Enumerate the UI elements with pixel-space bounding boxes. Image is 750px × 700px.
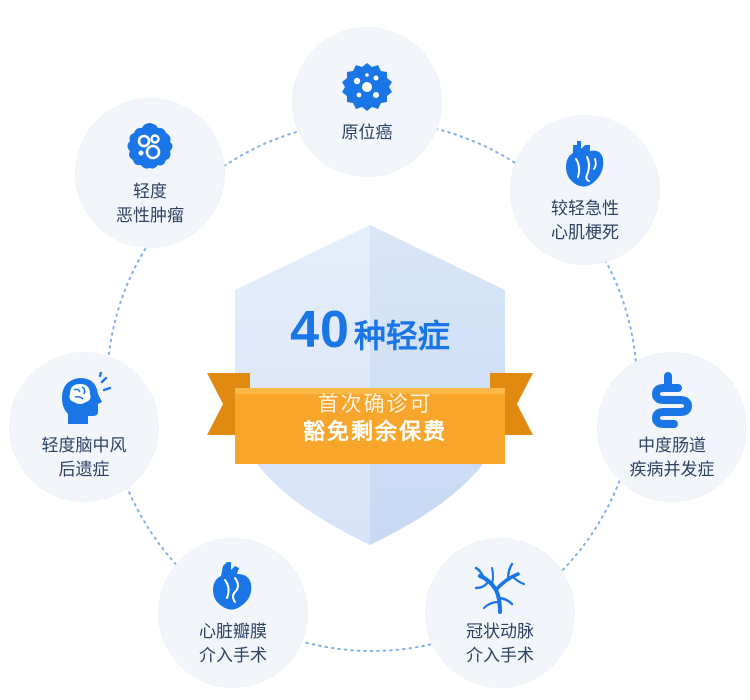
node-label: 中度肠道 疾病并发症 bbox=[629, 436, 715, 480]
node-mild-stroke-sequelae: 轻度脑中风 后遗症 bbox=[9, 352, 159, 502]
brain-head-icon bbox=[56, 372, 112, 428]
heart-valve-icon bbox=[205, 558, 261, 614]
node-carcinoma-in-situ: 原位癌 bbox=[292, 27, 442, 177]
shield-icon bbox=[207, 225, 533, 545]
cell-icon bbox=[339, 59, 395, 115]
artery-icon bbox=[472, 558, 528, 614]
node-mild-myocardial-infarction: 较轻急性 心肌梗死 bbox=[510, 115, 660, 265]
heart-icon bbox=[557, 135, 613, 191]
ribbon-line-1: 首次确诊可 bbox=[317, 392, 433, 416]
node-label: 原位癌 bbox=[341, 123, 393, 143]
node-mild-malignant-tumor: 轻度 恶性肿瘤 bbox=[75, 98, 225, 248]
ribbon-line-2: 豁免剩余保费 bbox=[302, 420, 447, 445]
node-heart-valve-intervention: 心脏瓣膜 介入手术 bbox=[158, 538, 308, 688]
node-label: 轻度脑中风 后遗症 bbox=[41, 436, 127, 480]
node-label: 心脏瓣膜 介入手术 bbox=[199, 622, 267, 666]
coverage-count: 40 bbox=[290, 301, 350, 359]
intestine-icon bbox=[644, 372, 700, 428]
coverage-title-suffix: 种轻症 bbox=[353, 318, 450, 354]
tumor-cell-icon bbox=[122, 118, 178, 174]
node-moderate-intestinal-disease: 中度肠道 疾病并发症 bbox=[597, 352, 747, 502]
node-coronary-artery-intervention: 冠状动脉 介入手术 bbox=[425, 538, 575, 688]
node-label: 较轻急性 心肌梗死 bbox=[551, 199, 619, 243]
node-label: 轻度 恶性肿瘤 bbox=[116, 182, 184, 226]
node-label: 冠状动脉 介入手术 bbox=[466, 622, 534, 666]
waiver-ribbon: 首次确诊可 豁免剩余保费 bbox=[235, 390, 515, 448]
